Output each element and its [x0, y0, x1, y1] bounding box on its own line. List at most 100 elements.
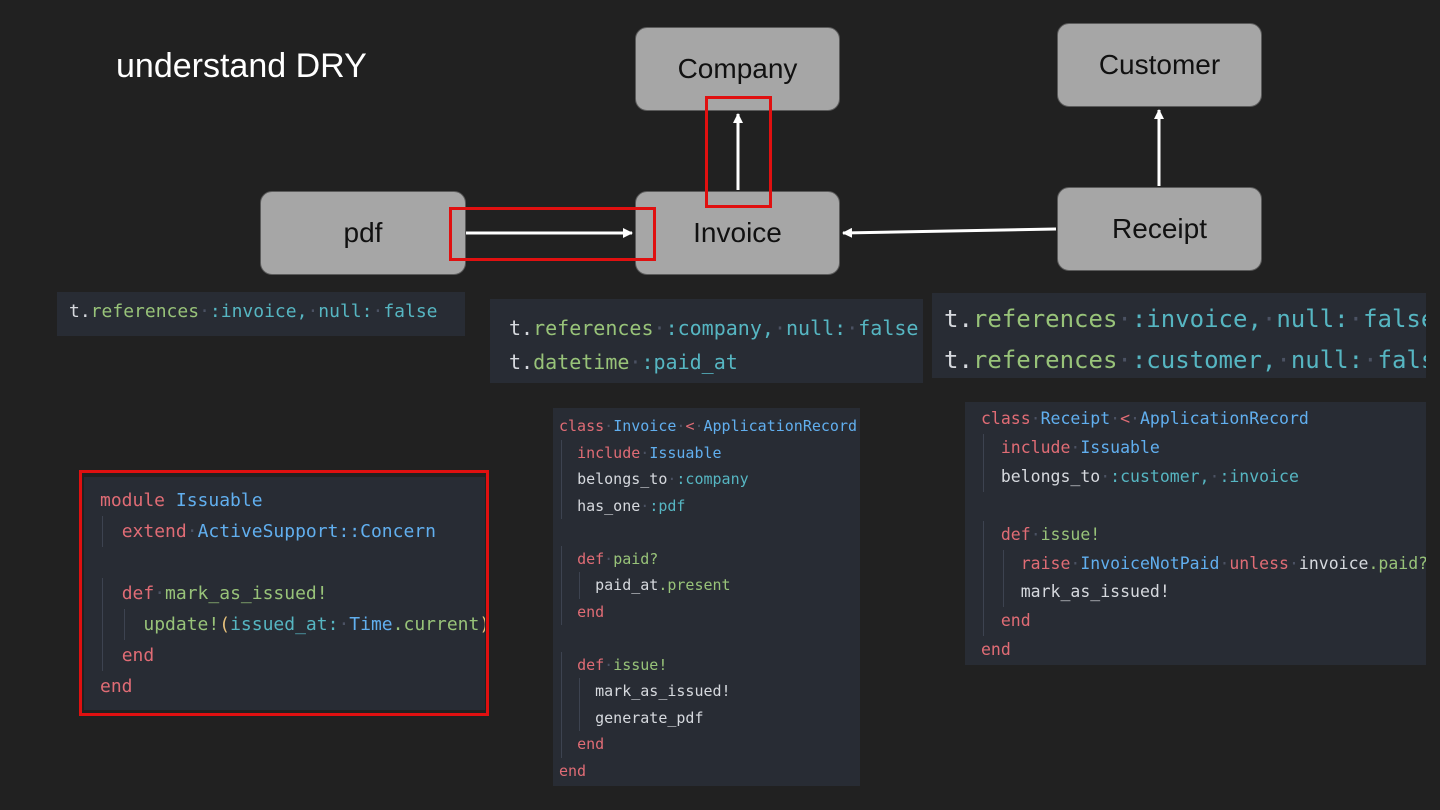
code-line: ··extend·ActiveSupport::Concern	[100, 516, 485, 547]
code-token: Issuable	[1080, 437, 1160, 457]
code-line: ··def·issue!	[559, 651, 860, 679]
code-line: ··end	[559, 731, 860, 758]
code-token: def	[577, 655, 605, 674]
code-line: ··def·paid?	[559, 545, 860, 573]
code-token: class	[559, 417, 605, 435]
code-token: null:	[785, 316, 847, 340]
code-line: ··def·mark_as_issued!	[100, 578, 485, 609]
pdf-node: pdf	[260, 191, 466, 275]
code-token: references	[90, 301, 200, 322]
code-token: module	[100, 490, 166, 511]
code-line: ····mark_as_issued!	[559, 678, 860, 705]
code-token: )	[479, 614, 485, 635]
code-token: Invoice	[613, 417, 677, 435]
receipt-migration-snippet: t.references·:invoice,·null:·false t.ref…	[932, 293, 1426, 378]
code-token: belongs_to	[577, 470, 668, 488]
code-token: InvoiceNotPaid	[1080, 553, 1220, 573]
code-line	[559, 519, 860, 546]
code-line: ··include·Issuable	[559, 439, 860, 467]
code-token: references	[972, 346, 1118, 374]
code-token: .paid?	[1368, 553, 1426, 573]
customer-node: Customer	[1057, 23, 1262, 107]
code-line: ··belongs_to·:customer,·:invoice	[981, 462, 1426, 492]
invoice-node-label: Invoice	[693, 217, 782, 248]
code-token: :paid_at	[641, 350, 738, 374]
code-line: ····update!(issued_at:·Time.current)	[100, 609, 485, 640]
code-token: (	[219, 614, 231, 635]
code-line	[981, 492, 1426, 521]
code-token: :invoice,	[1131, 305, 1262, 333]
code-token: generate_pdf	[595, 708, 704, 727]
code-token: mark_as_issued!	[165, 583, 328, 604]
code-token: datetime	[533, 350, 630, 374]
code-token: raise	[1020, 553, 1071, 573]
arrow-receipt-to-invoice	[842, 227, 1057, 238]
code-token: references	[533, 316, 654, 340]
code-token: false	[1363, 305, 1426, 333]
code-token: t	[509, 316, 522, 340]
code-token: ApplicationRecord	[703, 417, 858, 435]
code-line: ··def·issue!	[981, 520, 1426, 550]
code-token: def	[1000, 524, 1031, 544]
code-token: :invoice	[1219, 466, 1299, 486]
code-token: mark_as_issued!	[1020, 582, 1170, 602]
code-line: end	[559, 758, 860, 785]
code-token: end	[121, 645, 155, 666]
code-token: t	[69, 301, 80, 322]
issuable-module-code: module Issuable ··extend·ActiveSupport::…	[84, 477, 485, 710]
code-token: false	[858, 316, 919, 340]
code-token: references	[972, 305, 1118, 333]
code-line: class·Receipt·<·ApplicationRecord	[981, 409, 1309, 428]
code-line	[100, 547, 485, 578]
code-token: end	[559, 761, 587, 780]
code-token: class	[981, 409, 1031, 428]
code-line: ····mark_as_issued!	[981, 578, 1426, 608]
receipt-node-label: Receipt	[1112, 213, 1207, 244]
code-line: t.references·:invoice,·null:·false	[944, 299, 1426, 340]
code-token: issue!	[1040, 524, 1101, 544]
code-line: ··has_one·:pdf	[559, 492, 860, 520]
code-token: invoice	[1298, 553, 1369, 573]
code-line: t.references·:company,·null:·false	[509, 316, 919, 340]
code-token: def	[121, 583, 155, 604]
code-token: include	[1000, 437, 1071, 457]
slide-title: understand DRY	[116, 47, 367, 85]
highlight-pdf-invoice-arrow	[449, 207, 656, 261]
code-token: Receipt	[1040, 409, 1111, 428]
code-token: extend	[121, 521, 187, 542]
code-token: <	[1120, 409, 1131, 428]
pdf-migration-snippet: t.references·:invoice,·null:·false	[57, 292, 465, 336]
code-line: ····raise·InvoiceNotPaid·unless·invoice.…	[981, 549, 1426, 579]
code-token: ApplicationRecord	[1139, 409, 1309, 428]
receipt-node: Receipt	[1057, 187, 1262, 271]
code-token: .present	[658, 576, 731, 594]
code-token: t	[509, 350, 522, 374]
code-line: ··end	[559, 598, 860, 626]
code-line: t.references·:customer,·null:·false	[944, 340, 1426, 378]
invoice-class-code: class·Invoice·<·ApplicationRecord ··incl…	[553, 408, 860, 786]
code-token: Issuable	[649, 443, 722, 462]
code-line: t.datetime·:paid_at	[509, 350, 738, 374]
code-line: class·Invoice·<·ApplicationRecord	[559, 417, 858, 435]
code-token: Issuable	[175, 490, 263, 511]
code-token: :pdf	[649, 496, 686, 515]
customer-node-label: Customer	[1098, 49, 1221, 80]
code-token: has_one	[577, 496, 641, 515]
code-line	[559, 625, 860, 652]
code-token: paid_at	[595, 576, 659, 594]
code-token: null:	[318, 301, 373, 322]
code-token: .current	[392, 614, 480, 635]
code-token: def	[577, 549, 605, 568]
code-token: false	[1377, 346, 1426, 374]
code-token: issued_at:	[230, 614, 339, 635]
code-token: end	[577, 602, 605, 621]
highlight-invoice-company-arrow	[705, 96, 772, 208]
code-line: end	[100, 671, 485, 702]
code-line: ··end	[981, 607, 1426, 637]
code-token: end	[100, 676, 133, 697]
code-token: issue!	[613, 655, 668, 674]
code-token: :company	[676, 470, 749, 488]
code-token: t	[944, 346, 959, 374]
code-token: :customer,	[1131, 346, 1277, 374]
